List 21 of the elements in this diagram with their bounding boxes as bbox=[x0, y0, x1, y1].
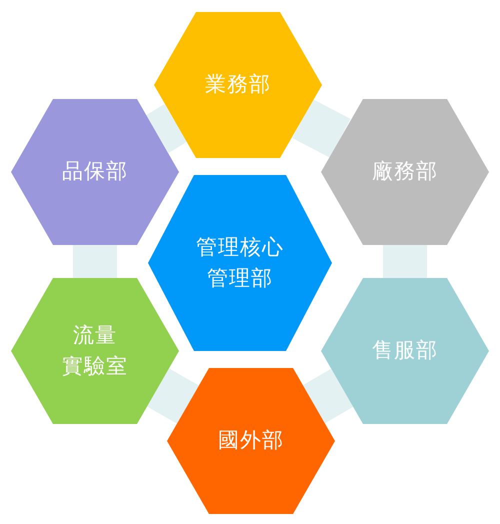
connector-band bbox=[383, 245, 427, 278]
connector-band bbox=[302, 368, 354, 424]
department-label: 管理核心 bbox=[196, 234, 284, 260]
department-label: 實驗室 bbox=[62, 354, 128, 380]
hexagon-node bbox=[154, 12, 322, 158]
department-label: 業務部 bbox=[205, 72, 271, 98]
department-label: 售服部 bbox=[372, 338, 438, 364]
connector-band bbox=[73, 245, 117, 278]
hexagon-node bbox=[11, 278, 179, 424]
hexagon-node bbox=[167, 368, 335, 514]
department-label: 管理部 bbox=[207, 266, 273, 292]
department-label: 流量 bbox=[73, 322, 117, 348]
hexagon-node bbox=[11, 99, 179, 245]
hexagon-node bbox=[321, 99, 489, 245]
department-label: 廠務部 bbox=[372, 159, 438, 185]
department-label: 國外部 bbox=[218, 428, 284, 454]
department-label: 品保部 bbox=[62, 159, 128, 185]
hexagon-node bbox=[148, 175, 332, 351]
hexagon-node bbox=[321, 278, 489, 424]
connector-band bbox=[147, 368, 199, 424]
connector-band bbox=[146, 104, 188, 153]
